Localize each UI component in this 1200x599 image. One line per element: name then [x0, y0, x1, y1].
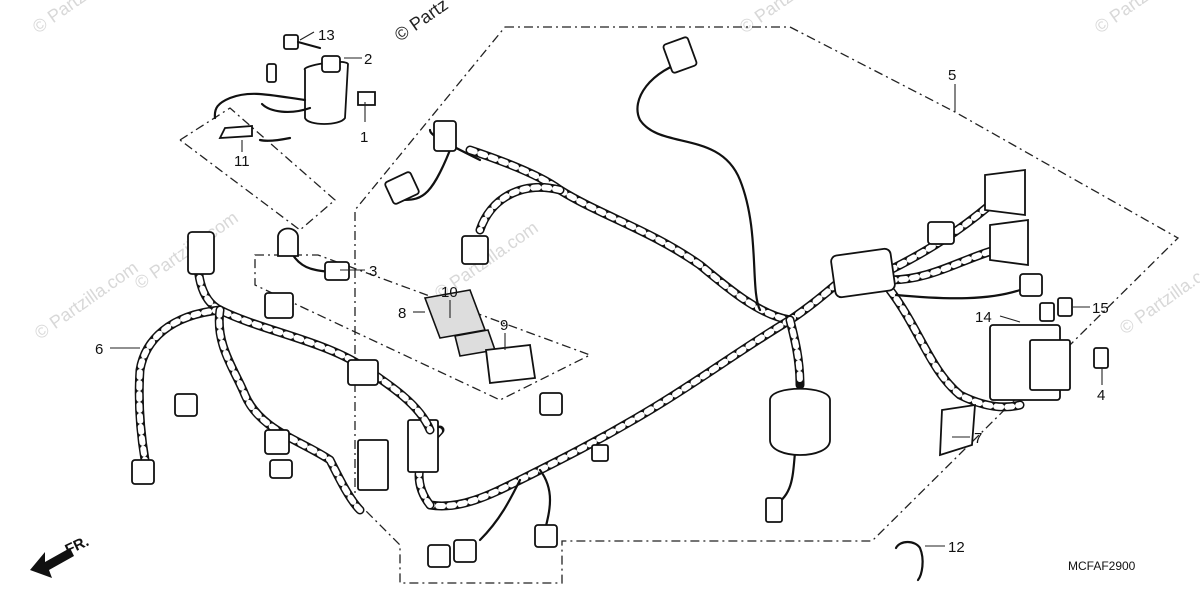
callout-8: 8: [398, 305, 406, 322]
wire-clamp: [894, 540, 924, 582]
callout-1: 1: [360, 129, 368, 146]
leader-lines: [110, 31, 1103, 547]
callout-6: 6: [95, 341, 103, 358]
watermark: © Partzilla.com: [1116, 252, 1200, 338]
callout-12: 12: [948, 539, 965, 556]
watermark: © Partzilla.com: [1091, 0, 1200, 37]
watermark: © Partzilla.com: [31, 257, 142, 343]
callout-9: 9: [500, 317, 508, 334]
callout-7: 7: [974, 430, 982, 447]
callout-13: 13: [318, 27, 335, 44]
callout-14: 14: [975, 309, 992, 326]
callout-4: 4: [1097, 387, 1105, 404]
direction-label: FR.: [63, 533, 92, 559]
sub-harness: [131, 227, 537, 515]
front-direction-arrow: FR.: [30, 533, 92, 578]
watermark: © Partzilla.com: [29, 0, 140, 37]
callout-5: 5: [948, 67, 956, 84]
main-wire-harness: [357, 36, 1043, 568]
callout-3: 3: [369, 263, 377, 280]
coil-group-outline: [178, 107, 336, 231]
watermark: © Partzilla.com: [131, 207, 242, 293]
watermark-top: © Partz: [391, 0, 452, 45]
callout-labels: 1 2 3 4 5 6 7 8 9 10 11 12 13 14 15: [95, 27, 1109, 556]
callout-2: 2: [364, 51, 372, 68]
harness-group-outline: [354, 26, 1180, 584]
relay-box-parts: [939, 297, 1109, 457]
callout-15: 15: [1092, 300, 1109, 317]
callout-11: 11: [234, 153, 250, 170]
ignition-coil-parts: [213, 34, 376, 142]
callout-10: 10: [441, 284, 458, 301]
watermark: © Partzilla.com: [736, 0, 847, 37]
relay-group-outline: [254, 254, 592, 401]
drawing-code: MCFAF2900: [1068, 559, 1136, 573]
